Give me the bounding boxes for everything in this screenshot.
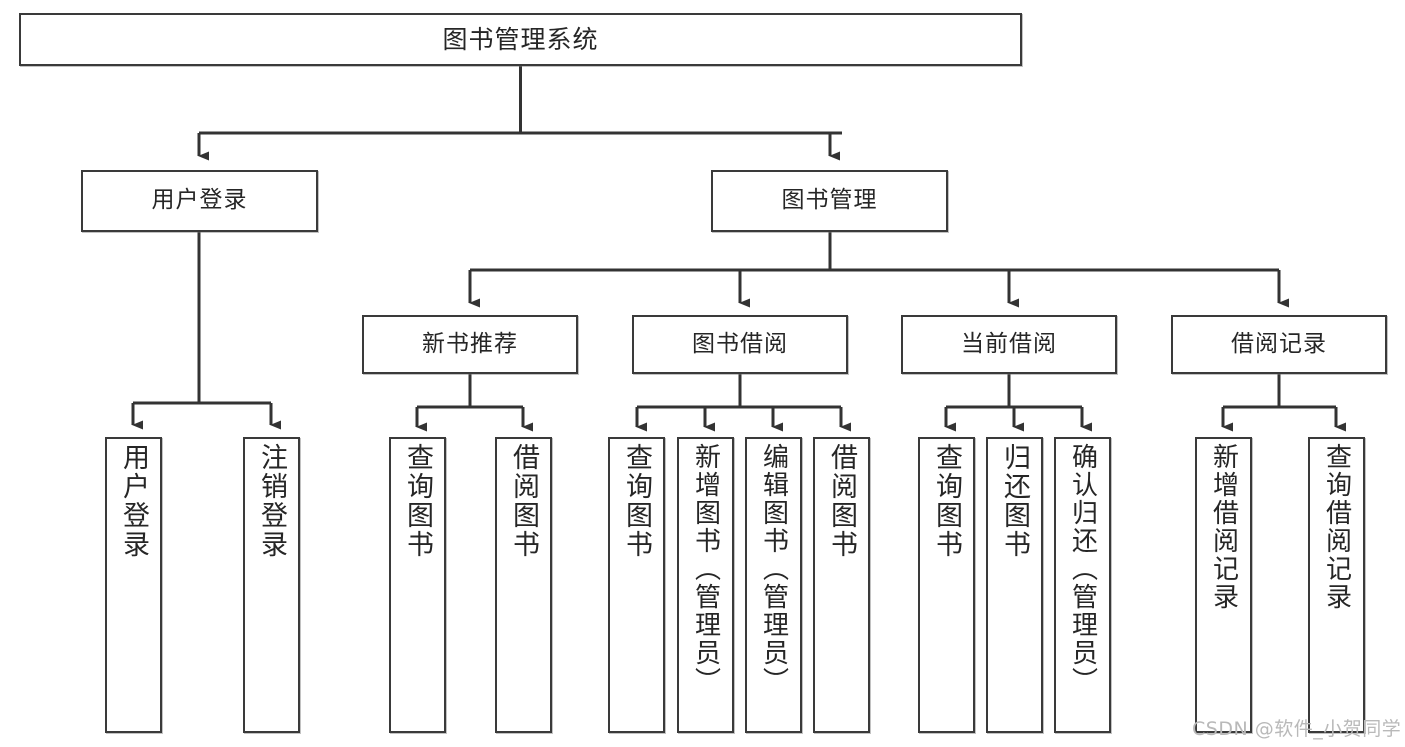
node-label: 归还图书 xyxy=(999,443,1030,559)
node-label: 图书管理 xyxy=(781,187,878,214)
node-label: 新增借阅记录 xyxy=(1208,443,1239,611)
node-label: 用户登录 xyxy=(151,187,248,214)
node-label: 注销登录 xyxy=(256,443,287,559)
node-leaf-return-book[interactable]: 归还图书 xyxy=(986,437,1043,733)
node-label: 用户登录 xyxy=(118,443,149,559)
node-leaf-query-book-borrow[interactable]: 查询图书 xyxy=(608,437,665,733)
node-book-management[interactable]: 图书管理 xyxy=(711,170,948,232)
node-leaf-query-book-current[interactable]: 查询图书 xyxy=(918,437,975,733)
node-leaf-query-book-new[interactable]: 查询图书 xyxy=(389,437,446,733)
node-label: 借阅图书 xyxy=(508,443,539,559)
node-leaf-user-login[interactable]: 用户登录 xyxy=(105,437,162,733)
node-label: 查询图书 xyxy=(402,443,433,559)
node-borrow-record[interactable]: 借阅记录 xyxy=(1171,315,1387,374)
node-leaf-edit-book-admin[interactable]: 编辑图书（管理员） xyxy=(745,437,802,733)
node-leaf-borrow-book[interactable]: 借阅图书 xyxy=(813,437,870,733)
node-label: 确认归还（管理员） xyxy=(1067,443,1098,695)
node-label: 查询借阅记录 xyxy=(1321,443,1352,611)
node-label: 借阅图书 xyxy=(826,443,857,559)
node-label: 图书借阅 xyxy=(692,330,788,357)
node-leaf-query-borrow-record[interactable]: 查询借阅记录 xyxy=(1308,437,1365,733)
node-leaf-borrow-book-new[interactable]: 借阅图书 xyxy=(495,437,552,733)
node-leaf-confirm-return-admin[interactable]: 确认归还（管理员） xyxy=(1054,437,1111,733)
node-label: 查询图书 xyxy=(621,443,652,559)
node-label: 当前借阅 xyxy=(961,330,1057,357)
node-root-system[interactable]: 图书管理系统 xyxy=(19,13,1022,66)
node-label: 图书管理系统 xyxy=(442,24,599,54)
node-leaf-logout[interactable]: 注销登录 xyxy=(243,437,300,733)
node-label: 借阅记录 xyxy=(1231,330,1327,357)
node-user-login[interactable]: 用户登录 xyxy=(81,170,318,232)
node-leaf-add-borrow-record[interactable]: 新增借阅记录 xyxy=(1195,437,1252,733)
node-current-borrow[interactable]: 当前借阅 xyxy=(901,315,1117,374)
node-book-borrow[interactable]: 图书借阅 xyxy=(632,315,848,374)
node-label: 编辑图书（管理员） xyxy=(758,443,789,695)
node-new-book-recommend[interactable]: 新书推荐 xyxy=(362,315,578,374)
node-label: 新书推荐 xyxy=(422,330,518,357)
node-label: 新增图书（管理员） xyxy=(690,443,721,695)
node-label: 查询图书 xyxy=(931,443,962,559)
csdn-watermark: CSDN @软件_小贺同学 xyxy=(1192,718,1402,740)
node-leaf-add-book-admin[interactable]: 新增图书（管理员） xyxy=(677,437,734,733)
